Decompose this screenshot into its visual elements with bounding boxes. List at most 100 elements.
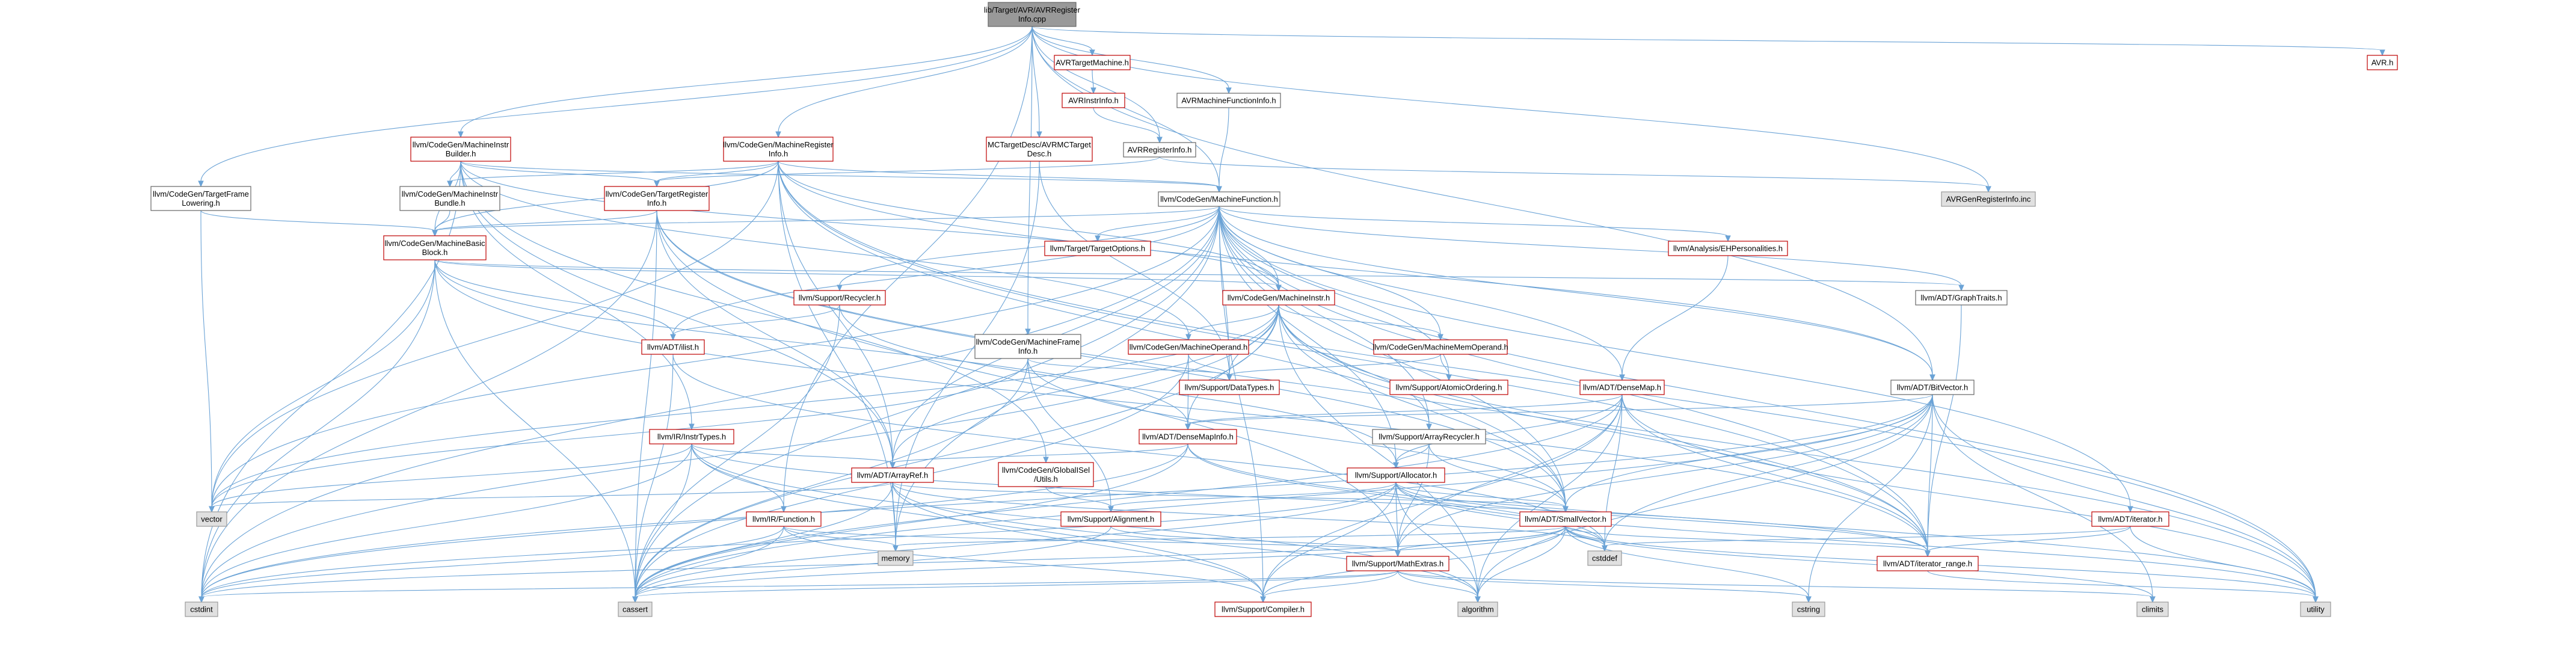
node-box <box>851 467 934 483</box>
node-utility[interactable]: utility <box>2300 601 2331 617</box>
edge-mibuilder-to-trinfo <box>460 161 660 188</box>
node-label: llvm/ADT/ArrayRef.h <box>857 471 928 480</box>
node-math-extras[interactable]: llvm/Support/MathExtras.h <box>1346 556 1449 571</box>
node-label: llvm/IR/InstrTypes.h <box>657 432 726 441</box>
node-alignment[interactable]: llvm/Support/Alignment.h <box>1060 511 1161 527</box>
node-array-ref[interactable]: llvm/ADT/ArrayRef.h <box>851 467 934 483</box>
node-box <box>1123 142 1196 158</box>
edge-array-recycler-to-allocator <box>1393 443 1430 469</box>
node-label: cstring <box>1797 605 1820 614</box>
node-global-isel-utils[interactable]: llvm/CodeGen/GlobalISel/Utils.h <box>998 462 1094 487</box>
node-instr-types[interactable]: llvm/IR/InstrTypes.h <box>649 429 734 444</box>
edge-mfunction-to-ehpers <box>1219 206 1731 242</box>
node-cstdint[interactable]: cstdint <box>185 601 218 617</box>
node-root[interactable]: lib/Target/AVR/AVRRegisterInfo.cpp <box>984 2 1081 27</box>
edge-mbb-to-vector <box>209 259 435 513</box>
node-box <box>641 339 705 355</box>
node-algorithm[interactable]: algorithm <box>1457 601 1498 617</box>
edge-mrinfo-to-bit-vector <box>778 161 1935 381</box>
node-label: llvm/Support/Allocator.h <box>1355 471 1437 480</box>
edge-root-to-mfunction <box>1031 26 1222 193</box>
node-label: vector <box>201 515 223 524</box>
node-data-types[interactable]: llvm/Support/DataTypes.h <box>1179 380 1280 395</box>
node-box <box>2300 601 2331 617</box>
edge-moperand-to-data-types <box>1188 354 1232 381</box>
node-avrregister-info[interactable]: AVRRegisterInfo.h <box>1123 142 1196 158</box>
edge-mframe-info-to-vector <box>209 358 1028 513</box>
node-box <box>649 429 734 444</box>
edge-dense-map-to-iter-range <box>1622 394 1931 558</box>
node-vector[interactable]: vector <box>196 511 227 527</box>
node-dense-map[interactable]: llvm/ADT/DenseMap.h <box>1579 380 1665 395</box>
node-box <box>1158 191 1280 207</box>
edge-mfunction-to-target-options <box>1095 206 1220 242</box>
node-graph-traits[interactable]: llvm/ADT/GraphTraits.h <box>1915 290 2008 306</box>
edge-recycler-to-allocator <box>839 304 1399 469</box>
node-mmoperand[interactable]: llvm/CodeGen/MachineMemOperand.h <box>1373 339 1508 355</box>
edge-math-extras-to-cassert <box>632 570 1398 603</box>
node-adtiterator[interactable]: llvm/ADT/iterator.h <box>2091 511 2169 527</box>
edge-mfunction-to-cstdint <box>198 206 1220 603</box>
node-label: llvm/CodeGen/MachineInstr <box>413 140 509 149</box>
edge-trinfo-to-iter-range <box>656 210 1931 558</box>
edge-mfunction-to-machine-instr <box>1219 206 1282 292</box>
node-small-vector[interactable]: llvm/ADT/SmallVector.h <box>1519 511 1612 527</box>
node-avrtarget-machine[interactable]: AVRTargetMachine.h <box>1054 55 1131 70</box>
edge-avrtarget-machine-to-avrinstr-info <box>1090 69 1096 94</box>
node-label: llvm/Support/Compiler.h <box>1222 605 1305 614</box>
node-machine-instr[interactable]: llvm/CodeGen/MachineInstr.h <box>1222 290 1335 306</box>
node-irfunction[interactable]: llvm/IR/Function.h <box>746 511 822 527</box>
node-label: /Utils.h <box>1034 475 1058 484</box>
node-label: Info.h <box>769 149 788 158</box>
node-target-options[interactable]: llvm/Target/TargetOptions.h <box>1044 241 1151 256</box>
edge-root-to-avrregister-info <box>1031 26 1163 144</box>
edge-mfunction-to-utility <box>1219 206 2319 603</box>
edge-root-to-irfunction <box>781 26 1033 513</box>
node-avrh[interactable]: AVR.h <box>2367 55 2398 70</box>
edge-irfunction-to-memory <box>783 526 899 552</box>
node-cstring[interactable]: cstring <box>1792 601 1825 617</box>
edge-ehpers-to-dense-map <box>1619 255 1729 381</box>
edge-mibuilder-to-instr-types <box>460 161 695 431</box>
node-array-recycler[interactable]: llvm/Support/ArrayRecycler.h <box>1372 429 1486 444</box>
edge-mbb-to-cstdint <box>198 259 435 603</box>
node-allocator[interactable]: llvm/Support/Allocator.h <box>1347 467 1445 483</box>
edge-machine-instr-to-moperand <box>1185 304 1279 341</box>
node-label: MCTargetDesc/AVRMCTarget <box>988 140 1091 149</box>
node-label: AVRMachineFunctionInfo.h <box>1181 96 1276 105</box>
node-atomic-ordering[interactable]: llvm/Support/AtomicOrdering.h <box>1389 380 1508 395</box>
node-dense-map-info[interactable]: llvm/ADT/DenseMapInfo.h <box>1139 429 1237 444</box>
node-iter-range[interactable]: llvm/ADT/iterator_range.h <box>1877 556 1979 571</box>
node-mfunction[interactable]: llvm/CodeGen/MachineFunction.h <box>1158 191 1280 207</box>
edge-avrinstr-info-to-avrregister-info <box>1093 107 1163 144</box>
node-ehpers[interactable]: llvm/Analysis/EHPersonalities.h <box>1668 241 1788 256</box>
node-box <box>1457 601 1498 617</box>
edge-mibuilder-to-mfunction <box>460 161 1222 193</box>
node-box <box>1941 191 2036 207</box>
node-moperand[interactable]: llvm/CodeGen/MachineOperand.h <box>1128 339 1249 355</box>
node-cassert[interactable]: cassert <box>618 601 653 617</box>
node-cstddef[interactable]: cstddef <box>1587 550 1622 566</box>
node-compiler[interactable]: llvm/Support/Compiler.h <box>1214 601 1312 617</box>
node-label: AVRGenRegisterInfo.inc <box>1946 195 2031 204</box>
node-memory[interactable]: memory <box>878 550 914 566</box>
node-ilist[interactable]: llvm/ADT/ilist.h <box>641 339 705 355</box>
node-avrmachine-function-info[interactable]: AVRMachineFunctionInfo.h <box>1176 93 1281 108</box>
node-avrgen-register-info[interactable]: AVRGenRegisterInfo.inc <box>1941 191 2036 207</box>
node-bit-vector[interactable]: llvm/ADT/BitVector.h <box>1890 380 1975 395</box>
node-climits[interactable]: climits <box>2136 601 2169 617</box>
node-recycler[interactable]: llvm/Support/Recycler.h <box>793 290 886 306</box>
node-label: llvm/Support/MathExtras.h <box>1352 559 1443 568</box>
node-label: AVRRegisterInfo.h <box>1128 146 1192 155</box>
node-avrinstr-info[interactable]: AVRInstrInfo.h <box>1062 93 1125 108</box>
node-box <box>1176 93 1281 108</box>
